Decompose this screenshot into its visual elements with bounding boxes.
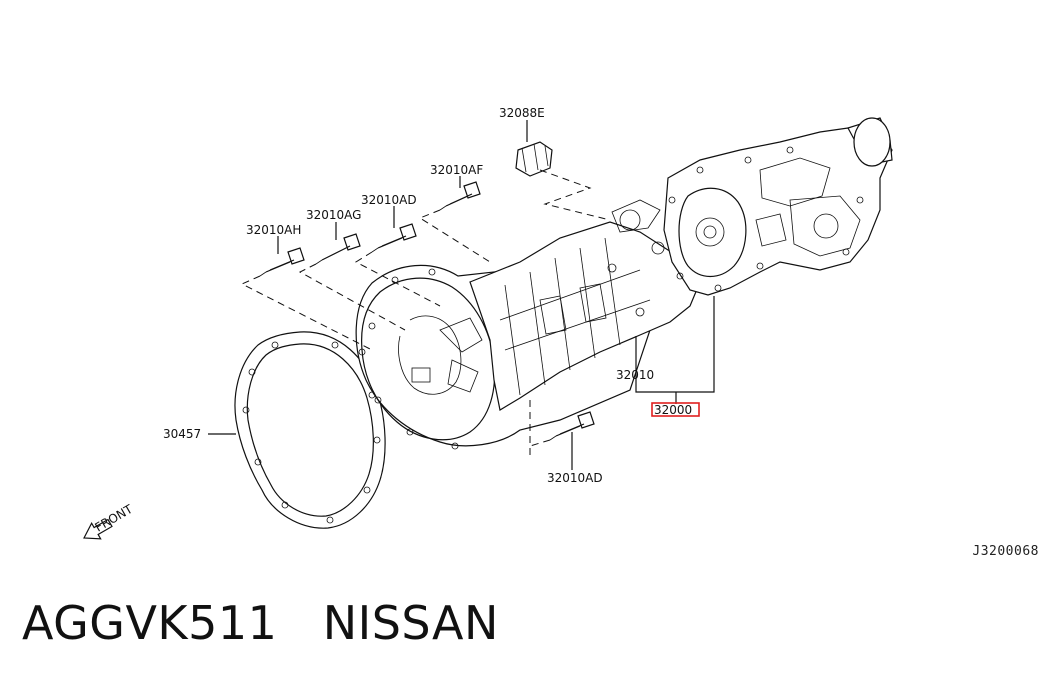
transmission-case [469,199,701,411]
bolt-32010AF [439,181,481,211]
bolt-32010AD-top [371,223,417,253]
callout-32000: 32000 [654,403,692,417]
assembly-guide-lines [240,169,611,455]
transfer-case [663,117,893,296]
front-arrow-icon [83,518,113,540]
callout-32010AF: 32010AF [430,163,483,177]
part-caption: AGGVK511 NISSAN [22,596,499,650]
callout-32010AH: 32010AH [246,223,301,237]
bolt-32010AH [259,247,305,277]
callout-32010AG: 32010AG [306,208,361,222]
callout-32088E: 32088E [499,106,545,120]
callout-32010AD-bottom: 32010AD [547,471,603,485]
bolt-32010AG [315,233,361,265]
callout-30457: 30457 [163,427,201,441]
leader-lines [208,120,715,470]
callout-32010AD-top: 32010AD [361,193,417,207]
front-label: FRONT [93,502,136,535]
exploded-parts-diagram: .ln { fill: none; stroke: #111; stroke-w… [83,106,893,540]
reference-code: J3200068 [972,544,1039,559]
bolt-32010AD-bottom [549,411,595,441]
plug-32088E [515,141,553,177]
highlight-box-32000 [651,402,700,417]
callout-32010: 32010 [616,368,654,382]
gasket-30457 [234,331,386,529]
